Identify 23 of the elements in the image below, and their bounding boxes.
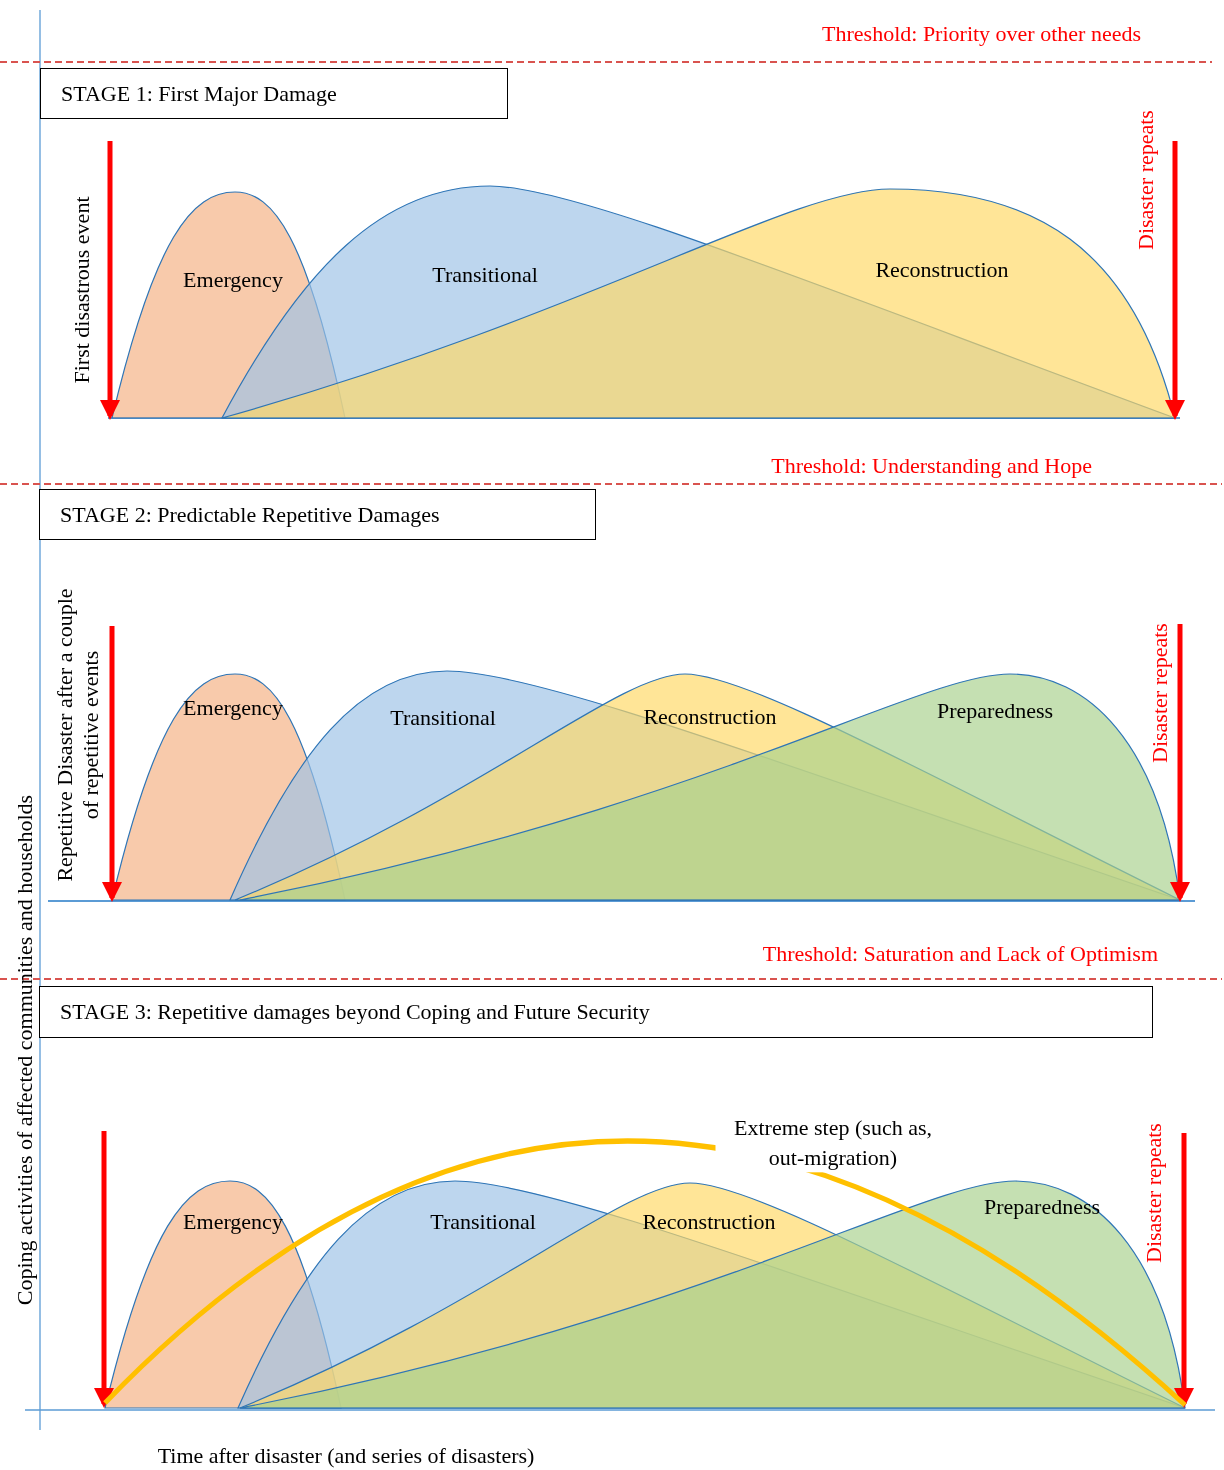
event-label: Disaster repeats bbox=[1132, 109, 1159, 252]
axis-title: Coping activities of affected communities and households bbox=[11, 793, 38, 1308]
phase-label: Transitional bbox=[430, 1209, 536, 1235]
axis-title: Time after disaster (and series of disasters) bbox=[156, 1442, 536, 1470]
threshold-label: Threshold: Saturation and Lack of Optimism bbox=[762, 941, 1158, 968]
phase-label: Transitional bbox=[390, 705, 496, 731]
event-label: First disastrous event bbox=[68, 195, 95, 386]
event-label: Repetitive Disaster after a couple of repetitive events bbox=[51, 587, 104, 884]
stage-header: STAGE 3: Repetitive damages beyond Coping and Future Security bbox=[39, 986, 1153, 1038]
phase-label: Reconstruction bbox=[875, 257, 1009, 283]
event-label: Disaster repeats bbox=[1140, 1122, 1167, 1265]
phase-label: Emergency bbox=[183, 267, 283, 293]
phase-label: Reconstruction bbox=[642, 1209, 776, 1235]
phase-label: Preparedness bbox=[936, 698, 1054, 724]
phase-label: Emergency bbox=[183, 1209, 283, 1235]
stage-header: STAGE 1: First Major Damage bbox=[40, 68, 508, 119]
event-label: Disaster repeats bbox=[1146, 622, 1173, 765]
threshold-label: Threshold: Understanding and Hope bbox=[771, 453, 1092, 480]
phase-label: Reconstruction bbox=[643, 704, 777, 730]
stage-header: STAGE 2: Predictable Repetitive Damages bbox=[39, 489, 596, 540]
threshold-label: Threshold: Priority over other needs bbox=[822, 21, 1141, 48]
phase-label: Transitional bbox=[432, 262, 538, 288]
phase-label: Emergency bbox=[183, 695, 283, 721]
